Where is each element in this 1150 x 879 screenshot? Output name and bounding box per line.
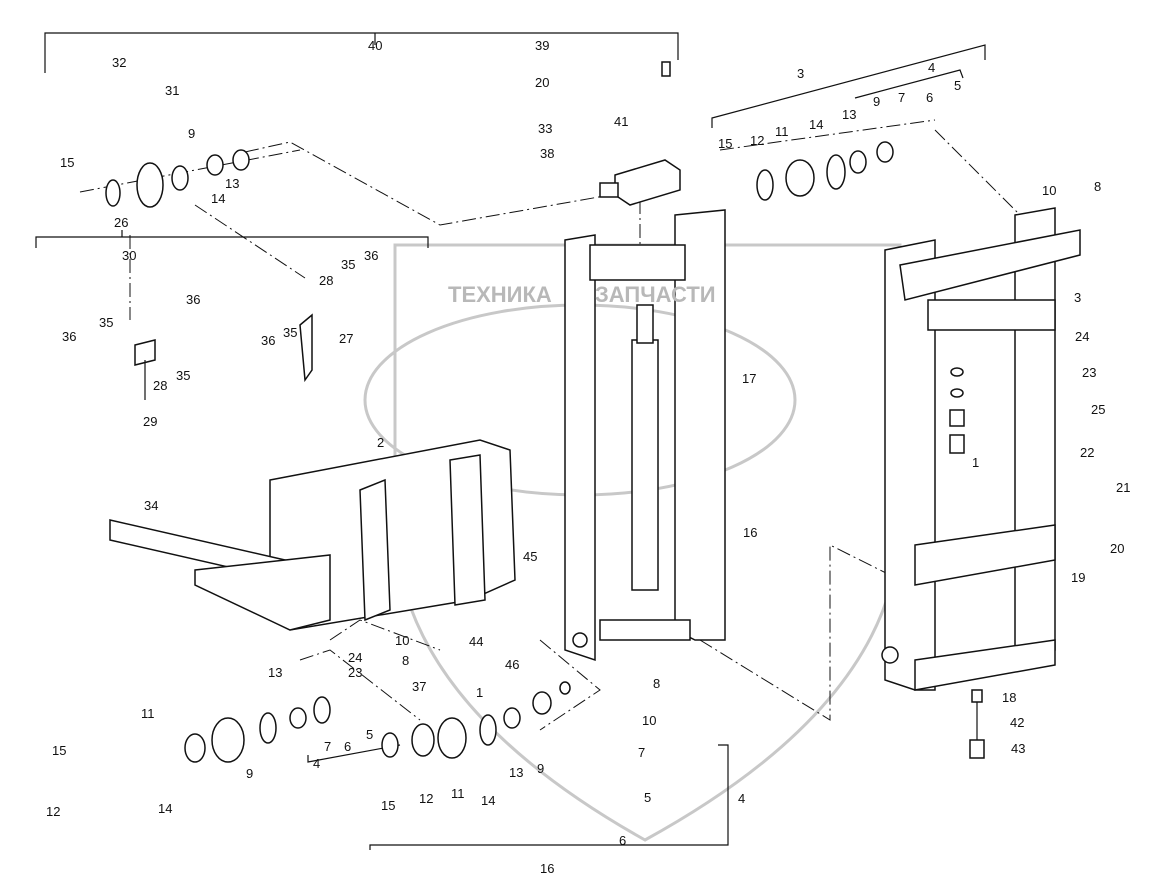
part-number-label: 8 xyxy=(1094,179,1101,194)
part-number-label: 19 xyxy=(1071,570,1085,585)
part-number-label: 25 xyxy=(1091,402,1105,417)
part-number-label: 35 xyxy=(341,257,355,272)
part-number-label: 23 xyxy=(348,665,362,680)
part-number-label: 14 xyxy=(481,793,495,808)
part-number-label: 14 xyxy=(809,117,823,132)
small-parts xyxy=(105,141,985,763)
part-number-label: 35 xyxy=(283,325,297,340)
part-number-label: 20 xyxy=(535,75,549,90)
part-number-label: 11 xyxy=(141,706,155,721)
part-number-label: 16 xyxy=(540,861,554,876)
part-number-label: 36 xyxy=(364,248,378,263)
part-number-label: 7 xyxy=(324,739,331,754)
part-number-label: 4 xyxy=(313,756,320,771)
fork-carriage xyxy=(109,439,516,631)
part-number-label: 46 xyxy=(505,657,519,672)
part-number-label: 28 xyxy=(319,273,333,288)
part-number-label: 26 xyxy=(114,215,128,230)
part-number-label: 10 xyxy=(395,633,409,648)
part-number-label: 38 xyxy=(540,146,554,161)
part-number-label: 5 xyxy=(644,790,651,805)
part-number-label: 11 xyxy=(451,786,465,801)
part-number-label: 20 xyxy=(1110,541,1124,556)
part-number-label: 9 xyxy=(188,126,195,141)
watermark-text: ТЕХНИКА ЗАПЧАСТИ xyxy=(448,282,716,307)
part-number-label: 36 xyxy=(62,329,76,344)
part-number-label: 32 xyxy=(112,55,126,70)
part-number-label: 13 xyxy=(268,665,282,680)
part-number-label: 23 xyxy=(1082,365,1096,380)
part-number-label: 27 xyxy=(339,331,353,346)
part-number-label: 28 xyxy=(153,378,167,393)
part-number-label: 29 xyxy=(143,414,157,429)
part-number-label: 13 xyxy=(509,765,523,780)
part-number-label: 39 xyxy=(535,38,549,53)
part-number-label: 6 xyxy=(344,739,351,754)
part-number-label: 9 xyxy=(246,766,253,781)
part-number-label: 14 xyxy=(211,191,225,206)
part-number-label: 14 xyxy=(158,801,172,816)
part-number-label: 12 xyxy=(750,133,764,148)
part-number-label: 15 xyxy=(381,798,395,813)
part-number-label: 24 xyxy=(348,650,362,665)
part-number-label: 12 xyxy=(46,804,60,819)
part-number-label: 15 xyxy=(60,155,74,170)
part-number-label: 3 xyxy=(1074,290,1081,305)
part-number-label: 12 xyxy=(419,791,433,806)
part-number-label: 24 xyxy=(1075,329,1089,344)
part-number-label: 8 xyxy=(653,676,660,691)
part-number-label: 35 xyxy=(176,368,190,383)
part-number-label: 13 xyxy=(225,176,239,191)
part-number-label: 34 xyxy=(144,498,158,513)
part-number-label: 31 xyxy=(165,83,179,98)
part-number-label: 45 xyxy=(523,549,537,564)
part-number-label: 7 xyxy=(898,90,905,105)
part-number-label: 1 xyxy=(972,455,979,470)
part-number-label: 36 xyxy=(186,292,200,307)
part-number-label: 16 xyxy=(743,525,757,540)
part-number-label: 44 xyxy=(469,634,483,649)
part-number-label: 10 xyxy=(642,713,656,728)
part-number-label: 6 xyxy=(926,90,933,105)
part-number-label: 30 xyxy=(122,248,136,263)
part-number-label: 37 xyxy=(412,679,426,694)
watermark-left-text: ТЕХНИКА xyxy=(448,282,552,307)
part-number-label: 10 xyxy=(1042,183,1056,198)
part-number-label: 15 xyxy=(52,743,66,758)
part-number-label: 41 xyxy=(614,114,628,129)
group-brackets xyxy=(35,32,986,850)
part-number-label: 21 xyxy=(1116,480,1130,495)
part-number-label: 35 xyxy=(99,315,113,330)
part-number-label: 42 xyxy=(1010,715,1024,730)
part-number-label: 22 xyxy=(1080,445,1094,460)
part-number-label: 2 xyxy=(377,435,384,450)
outer-mast xyxy=(881,207,1081,691)
part-number-label: 43 xyxy=(1011,741,1025,756)
cylinder-bracket xyxy=(599,61,681,206)
part-number-label: 17 xyxy=(742,371,756,386)
part-number-label: 13 xyxy=(842,107,856,122)
part-number-label: 8 xyxy=(402,653,409,668)
part-number-label: 33 xyxy=(538,121,552,136)
part-number-label: 5 xyxy=(954,78,961,93)
part-number-label: 3 xyxy=(797,66,804,81)
part-number-label: 15 xyxy=(718,136,732,151)
part-number-label: 5 xyxy=(366,727,373,742)
part-number-label: 36 xyxy=(261,333,275,348)
part-number-label: 7 xyxy=(638,745,645,760)
watermark-right-text: ЗАПЧАСТИ xyxy=(595,282,716,307)
part-number-label: 6 xyxy=(619,833,626,848)
part-number-label: 4 xyxy=(928,60,935,75)
part-number-label: 4 xyxy=(738,791,745,806)
part-number-label: 11 xyxy=(775,124,789,139)
part-number-label: 9 xyxy=(537,761,544,776)
part-number-label: 40 xyxy=(368,38,382,53)
part-number-label: 9 xyxy=(873,94,880,109)
part-number-label: 18 xyxy=(1002,690,1016,705)
inner-mast xyxy=(564,209,726,662)
part-number-label: 1 xyxy=(476,685,483,700)
